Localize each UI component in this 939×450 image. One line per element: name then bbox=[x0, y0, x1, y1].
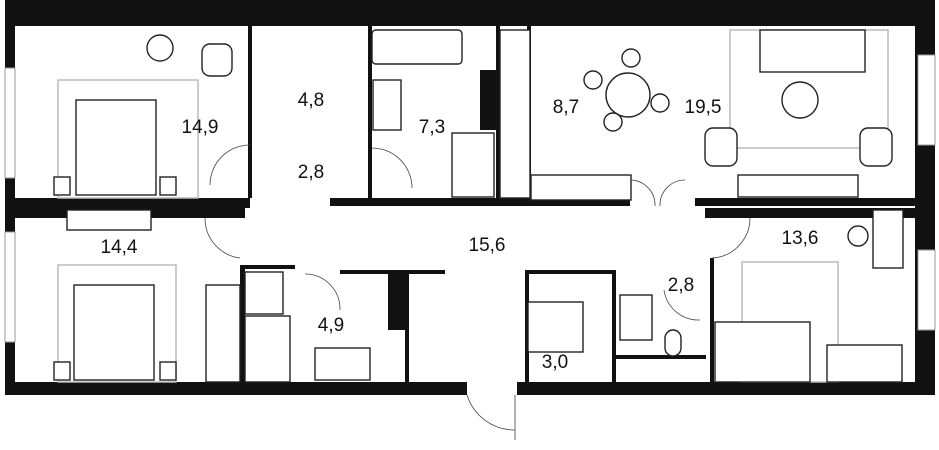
sink-icon bbox=[372, 79, 402, 131]
chair-icon bbox=[583, 70, 603, 90]
room-area-corridor: 15,6 bbox=[469, 235, 506, 256]
chair-icon bbox=[650, 93, 670, 113]
bathtub-icon bbox=[371, 29, 463, 65]
nightstand-icon bbox=[159, 361, 177, 381]
armchair-icon bbox=[201, 43, 233, 77]
room-area-bedroom-3: 13,6 bbox=[782, 228, 819, 249]
tv-stand-icon bbox=[737, 174, 859, 198]
dresser-icon bbox=[66, 209, 152, 231]
chair-icon bbox=[603, 112, 623, 132]
armchair-icon bbox=[704, 127, 738, 167]
room-area-bedroom-1: 14,9 bbox=[182, 117, 219, 138]
chair-icon bbox=[847, 225, 869, 247]
chair-icon bbox=[621, 48, 641, 68]
dresser-icon bbox=[826, 344, 903, 383]
bed-icon bbox=[75, 99, 157, 196]
room-area-kitchen: 8,7 bbox=[553, 97, 579, 118]
desk-icon bbox=[872, 209, 904, 269]
kitchen-counter-icon bbox=[530, 174, 632, 201]
cabinet-icon bbox=[527, 301, 584, 353]
furniture bbox=[53, 29, 904, 383]
rug bbox=[57, 79, 199, 199]
room-labels: 14,9 4,8 7,3 8,7 19,5 2,8 14,4 15,6 13,6… bbox=[101, 90, 819, 373]
room-area-storage: 3,0 bbox=[542, 352, 568, 373]
dining-table-icon bbox=[605, 72, 651, 118]
sofa-icon bbox=[759, 29, 866, 73]
room-area-living-room: 19,5 bbox=[685, 97, 722, 118]
nightstand-icon bbox=[53, 361, 71, 381]
armchair-icon bbox=[859, 127, 893, 167]
coffee-table-icon bbox=[781, 81, 819, 119]
kitchen-counter-icon bbox=[499, 29, 531, 199]
bed-icon bbox=[714, 321, 811, 383]
room-area-bathroom-1: 7,3 bbox=[419, 117, 445, 138]
shower-icon bbox=[244, 315, 291, 383]
cabinet-icon bbox=[205, 284, 241, 383]
bathtub-icon bbox=[314, 347, 371, 381]
sink-icon bbox=[619, 294, 653, 341]
room-area-hall-upper: 2,8 bbox=[298, 162, 324, 183]
room-area-hall-lower: 2,8 bbox=[668, 275, 694, 296]
bed-icon bbox=[73, 284, 155, 381]
table-icon bbox=[146, 34, 174, 62]
nightstand-icon bbox=[159, 176, 177, 196]
shower-icon bbox=[451, 132, 495, 198]
room-area-bathroom-2: 4,9 bbox=[318, 315, 344, 336]
toilet-icon bbox=[664, 329, 682, 357]
room-area-bedroom-2: 14,4 bbox=[101, 237, 138, 258]
washer-icon bbox=[244, 271, 284, 315]
room-area-wardrobe: 4,8 bbox=[298, 90, 324, 111]
windows bbox=[4, 54, 936, 343]
nightstand-icon bbox=[53, 176, 71, 196]
rug bbox=[57, 264, 177, 383]
